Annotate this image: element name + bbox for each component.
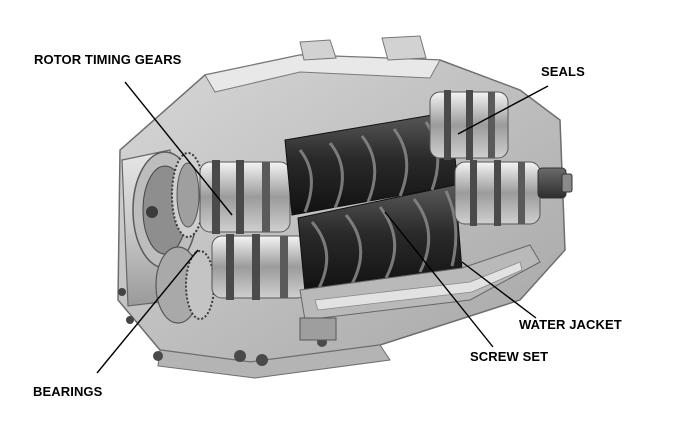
water-jacket <box>299 244 541 341</box>
leader-lines <box>96 81 549 374</box>
timing-gears <box>171 152 215 320</box>
label-bearings: BEARINGS <box>33 384 103 399</box>
label-screw-set: SCREW SET <box>470 349 549 364</box>
leader-line-seals <box>457 85 549 135</box>
label-rotor-timing-gears: ROTOR TIMING GEARS <box>34 52 182 67</box>
leader-line-screw-set <box>384 211 494 348</box>
right-seal-stack <box>429 90 573 226</box>
leader-line-timing-gears <box>124 81 233 216</box>
leader-line-water-jacket <box>461 261 537 319</box>
left-bearing-stack <box>199 160 308 300</box>
label-seals: SEALS <box>541 64 585 79</box>
leader-line-bearings <box>96 249 199 374</box>
label-water-jacket: WATER JACKET <box>519 317 622 332</box>
